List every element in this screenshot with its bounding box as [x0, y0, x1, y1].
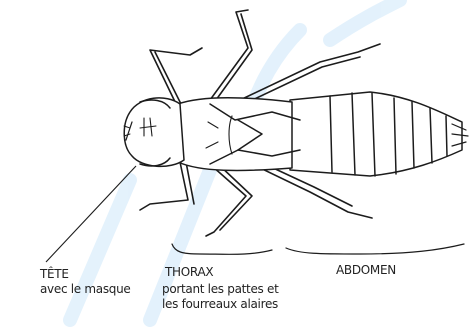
head-body [124, 98, 184, 167]
thorax-sublabel-line-1: portant les pattes et [162, 283, 278, 296]
head-pointer-line [46, 166, 136, 262]
abdomen-body [290, 92, 468, 176]
thorax-label: THORAX [165, 266, 213, 279]
abdomen-label: ABDOMEN [336, 264, 396, 277]
head-sublabel: avec le masque [40, 283, 130, 296]
thorax-sublabel-line-2: les fourreaux alaires [162, 298, 278, 311]
abdomen-bracket [286, 244, 464, 254]
middle-lower-leg [206, 166, 246, 236]
front-lower-leg [140, 162, 188, 210]
thorax-body [178, 98, 300, 171]
thorax-bracket [172, 244, 272, 254]
middle-upper-leg [210, 10, 248, 100]
head-label: TÊTE [40, 268, 69, 281]
